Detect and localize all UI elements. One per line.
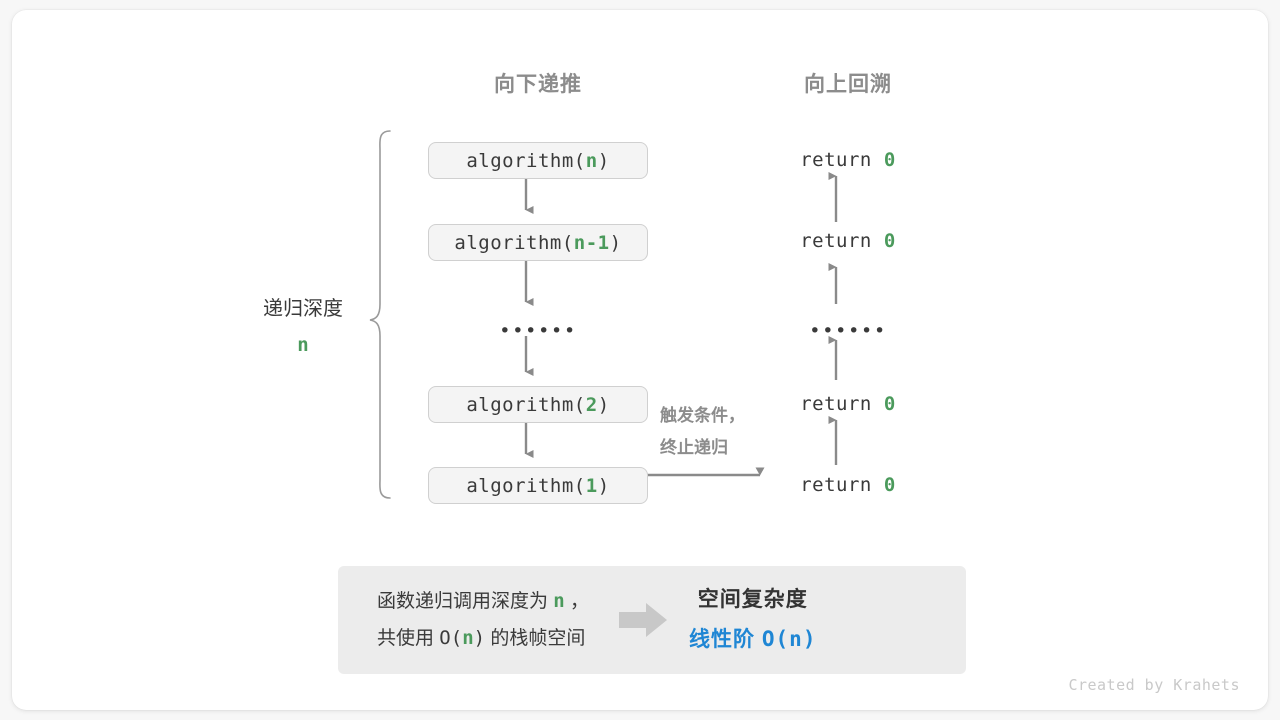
call-box-close: )	[597, 393, 610, 416]
right-arrow-icon	[617, 601, 669, 639]
complexity-summary-panel: 函数递归调用深度为 n ， 共使用 O(n) 的栈帧空间 空间复杂度 线性	[338, 566, 966, 674]
call-box-arg: n-1	[573, 231, 610, 254]
call-box-name: algorithm(	[454, 231, 574, 254]
column-header-recurse-down: 向下递推	[494, 73, 582, 96]
summary-line-1-text: 函数递归调用深度为	[377, 590, 549, 612]
summary-line-2: 共使用 O(n) 的栈帧空间	[377, 620, 589, 657]
termination-condition-line-1: 触发条件，	[660, 406, 745, 425]
space-complexity-title: 空间复杂度	[697, 587, 808, 611]
call-box-close: )	[609, 231, 622, 254]
return-keyword: return	[800, 393, 872, 415]
summary-line-2-n: n	[462, 627, 474, 649]
summary-line-2-big-o: O(	[439, 627, 463, 649]
termination-condition-note: 触发条件， 终止递归	[660, 400, 745, 465]
credit-text: Created by Krahets	[1068, 676, 1240, 694]
complexity-summary-description: 函数递归调用深度为 n ， 共使用 O(n) 的栈帧空间	[338, 583, 589, 657]
summary-line-2-tail: 的栈帧空间	[490, 628, 586, 649]
call-box-name: algorithm(	[466, 474, 586, 497]
summary-line-2-text: 共使用	[377, 628, 435, 649]
return-statement-2: return 0	[800, 230, 896, 252]
call-box-2[interactable]: algorithm(2)	[428, 386, 648, 423]
summary-line-2-paren: )	[473, 627, 486, 649]
return-keyword: return	[800, 149, 872, 171]
call-box-arg: n	[585, 149, 598, 172]
depth-brace	[369, 130, 391, 499]
recursion-depth-label: 递归深度 n	[248, 291, 358, 363]
call-box-arg: 2	[585, 393, 598, 416]
return-value: 0	[883, 230, 896, 252]
summary-line-1-comma: ，	[570, 590, 590, 612]
return-statement-4: return 0	[800, 474, 896, 496]
summary-line-1-n: n	[553, 589, 565, 612]
call-box-name: algorithm(	[466, 393, 586, 416]
recursion-depth-text: 递归深度	[263, 298, 343, 320]
space-complexity-notation: O(n)	[761, 626, 817, 651]
call-box-close: )	[597, 149, 610, 172]
return-statement-3: return 0	[800, 393, 896, 415]
call-box-n[interactable]: algorithm(n)	[428, 142, 648, 179]
return-value: 0	[883, 393, 896, 415]
call-box-close: )	[597, 474, 610, 497]
summary-line-1: 函数递归调用深度为 n ，	[377, 583, 589, 620]
termination-condition-line-2: 终止递归	[660, 438, 728, 458]
return-value: 0	[883, 474, 896, 496]
return-keyword: return	[800, 474, 872, 496]
recursion-depth-value: n	[297, 334, 309, 356]
space-complexity-value: 线性阶 O(n)	[689, 620, 816, 660]
space-complexity-order: 线性阶	[689, 627, 756, 651]
call-box-n-minus-1[interactable]: algorithm(n-1)	[428, 224, 648, 261]
column-header-backtrack-up: 向上回溯	[804, 73, 892, 96]
call-box-name: algorithm(	[466, 149, 586, 172]
call-box-arg: 1	[585, 474, 598, 497]
diagram-card: 向下递推 向上回溯 递归深度 n algorithm(n) algorithm(…	[12, 10, 1268, 710]
complexity-summary-result: 空间复杂度 线性阶 O(n)	[689, 581, 816, 660]
ellipsis-right-column: ••••••	[809, 320, 887, 342]
ellipsis-left-column: ••••••	[499, 320, 577, 342]
call-box-1[interactable]: algorithm(1)	[428, 467, 648, 504]
return-keyword: return	[800, 230, 872, 252]
return-value: 0	[883, 149, 896, 171]
return-statement-1: return 0	[800, 149, 896, 171]
